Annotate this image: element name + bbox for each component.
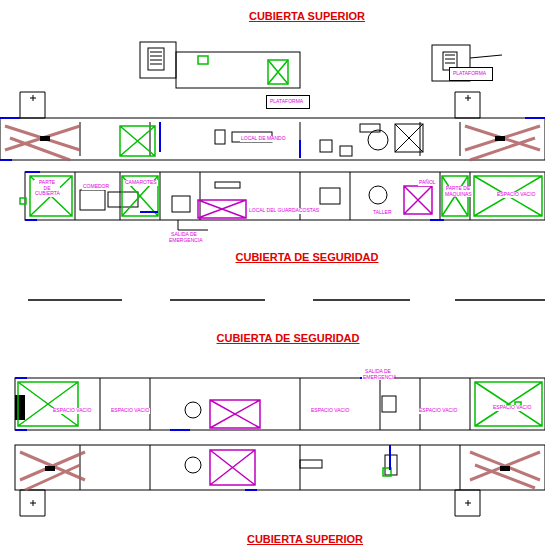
- space-label: ESPACIO VACIO: [110, 408, 150, 414]
- platform-box: PLATAFORMA: [449, 67, 493, 81]
- space-label: PARTE DE MAQUINAS: [444, 186, 472, 197]
- space-label: SALIDA DE EMERGENCIA: [168, 232, 200, 243]
- space-label: TALLER: [372, 210, 393, 216]
- deck-title: CUBIERTA SUPERIOR: [247, 533, 363, 545]
- platform-label: PLATAFORMA: [453, 70, 489, 76]
- space-label: PAÑOL: [418, 180, 437, 186]
- space-label: ESPACIO VACIO: [418, 408, 458, 414]
- deck-title: CUBIERTA SUPERIOR: [249, 10, 365, 22]
- space-label: ESPACIO VACIO: [52, 408, 92, 414]
- space-label: LOCAL DEL GUARDACOSTAS: [248, 208, 320, 214]
- space-label: COMEDOR: [82, 184, 110, 190]
- space-label: ESPACIO VACIO: [310, 408, 350, 414]
- space-label: PARTE DE CUBIERTA: [34, 180, 60, 197]
- space-label: ESPACIO VACIO: [496, 192, 536, 198]
- platform-label: PLATAFORMA: [270, 98, 306, 104]
- deck-title: CUBIERTA DE SEGURIDAD: [235, 251, 378, 263]
- space-label: CAMAROTES: [124, 180, 158, 186]
- platform-box: PLATAFORMA: [266, 95, 310, 109]
- space-label: ESPACIO VACIO: [492, 405, 532, 411]
- space-label: LOCAL DE MANDO: [240, 136, 287, 142]
- space-label: SALIDA DE EMERGENCIA: [362, 369, 394, 380]
- deck-title: CUBIERTA DE SEGURIDAD: [216, 332, 359, 344]
